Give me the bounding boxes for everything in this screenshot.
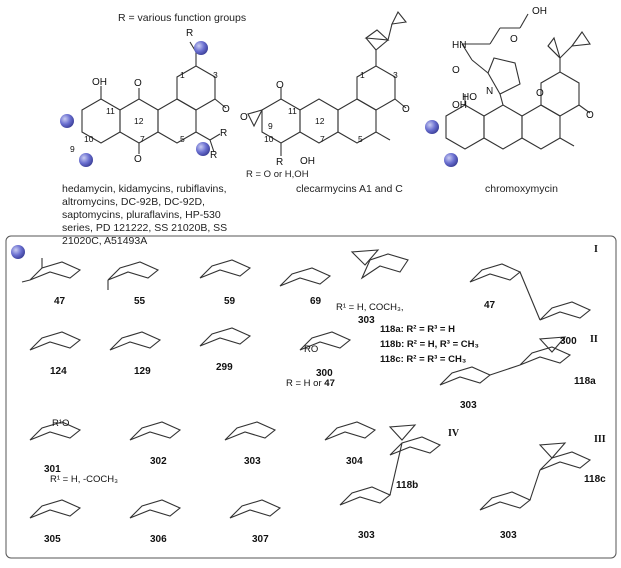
- position-label: 9: [70, 144, 75, 154]
- o-atom: O: [222, 104, 230, 115]
- r-note: R = H or 47: [286, 378, 335, 389]
- oh-atom: OH: [532, 6, 547, 17]
- compound-number: 301: [44, 464, 61, 475]
- compound-number: 303: [244, 456, 261, 467]
- compound-number: 300: [560, 336, 577, 347]
- o-atom: O: [276, 80, 284, 91]
- clecarmycin-note: R = O or H,OH: [246, 169, 309, 180]
- position-label: 9: [268, 121, 273, 131]
- position-label: 5: [358, 134, 363, 144]
- hn-atom: HN: [452, 40, 467, 51]
- n-atom: N: [486, 86, 494, 97]
- position-label: 1: [360, 70, 365, 80]
- hedamycin-family-structure: [81, 41, 227, 154]
- r1o-label: R¹O: [52, 418, 70, 429]
- marker-ball: [194, 41, 208, 55]
- compound-number: 303: [500, 530, 517, 541]
- o-atom: O: [536, 88, 544, 99]
- r-atom-3: R: [210, 150, 218, 161]
- r1-note: R¹ = H, COCH₃,: [336, 302, 404, 313]
- position-label: 11: [288, 106, 297, 116]
- disaccharide-label: I: [594, 244, 598, 255]
- compound-number: 303: [460, 400, 477, 411]
- position-label: 3: [213, 70, 218, 80]
- clecarmycin-structure: [247, 10, 408, 156]
- r-note: R = various function groups: [118, 12, 247, 24]
- family-caption: hedamycin, kidamycins, rubiflavins, altr…: [62, 183, 228, 247]
- compound-number: 124: [50, 366, 67, 377]
- compound-number: 303: [358, 315, 375, 326]
- position-label: 7: [140, 134, 145, 144]
- compound-number: 55: [134, 296, 146, 307]
- position-label: 10: [264, 134, 274, 144]
- disaccharide-label: IV: [448, 428, 460, 439]
- compound-number: 300: [316, 368, 333, 379]
- o-atom: O: [402, 104, 410, 115]
- marker-ball: [60, 114, 74, 128]
- variant-note: 118a: R² = R³ = H: [380, 324, 455, 335]
- position-label: 1: [180, 70, 185, 80]
- compound-number: 69: [310, 296, 322, 307]
- o-atom: O: [240, 112, 248, 123]
- oh-atom: OH: [452, 100, 467, 111]
- position-label: 12: [315, 116, 325, 126]
- compound-number: 118a: [574, 376, 596, 387]
- compound-number: 47: [484, 300, 496, 311]
- r1-note: R¹ = H, -COCH₃: [50, 474, 118, 485]
- disaccharide-label: III: [594, 434, 606, 445]
- compound-number: 307: [252, 534, 269, 545]
- sugar-box: [5, 235, 617, 559]
- compound-number: 129: [134, 366, 151, 377]
- compound-number: 302: [150, 456, 167, 467]
- compound-number: 47: [54, 296, 66, 307]
- position-label: 3: [393, 70, 398, 80]
- ho-atom: HO: [462, 92, 477, 103]
- position-label: 10: [84, 134, 94, 144]
- compound-number: 118b: [396, 480, 419, 491]
- position-label: 7: [320, 134, 325, 144]
- ro-label: RO: [304, 344, 319, 355]
- clecarmycin-caption: clecarmycins A1 and C: [296, 183, 403, 195]
- chromoxymycin-structure: [445, 13, 591, 150]
- marker-ball: [425, 120, 439, 134]
- position-label: 5: [180, 134, 185, 144]
- r-atom: R: [276, 157, 284, 168]
- o-atom: O: [586, 110, 594, 121]
- oh-atom: OH: [300, 156, 315, 167]
- compound-number: 306: [150, 534, 167, 545]
- marker-ball: [196, 142, 210, 156]
- o-atom: O: [510, 34, 518, 45]
- compound-number: 118c: [584, 474, 606, 485]
- r-atom-2: R: [220, 128, 228, 139]
- variant-note: 118c: R² = R³ = CH₃: [380, 354, 467, 365]
- r-atom-1: R: [186, 28, 194, 39]
- compound-number: 304: [346, 456, 363, 467]
- position-label: 12: [134, 116, 144, 126]
- o-atom: O: [134, 78, 142, 89]
- position-label: 11: [106, 106, 115, 116]
- compound-number: 305: [44, 534, 61, 545]
- o-atom: O: [452, 65, 460, 76]
- marker-ball: [11, 245, 25, 259]
- compound-number: 303: [358, 530, 375, 541]
- disaccharide-label: II: [590, 334, 598, 345]
- compound-number: 299: [216, 362, 233, 373]
- variant-note: 118b: R² = H, R³ = CH₃: [380, 339, 479, 350]
- o-atom: O: [134, 154, 142, 165]
- compound-number: 59: [224, 296, 236, 307]
- oh-atom: OH: [92, 77, 107, 88]
- marker-ball: [444, 153, 458, 167]
- sugar-rings: [21, 249, 592, 519]
- chromoxymycin-caption: chromoxymycin: [485, 183, 558, 195]
- marker-ball: [79, 153, 93, 167]
